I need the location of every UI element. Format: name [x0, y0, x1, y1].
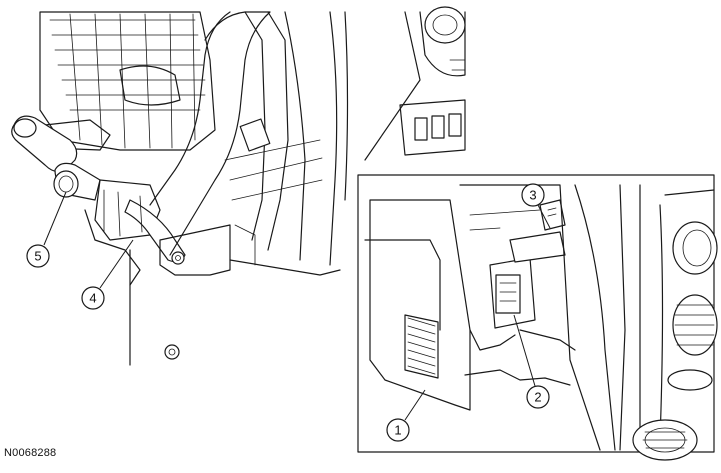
callout-2: 2 — [513, 314, 550, 409]
kick-panel — [129, 224, 341, 366]
callout-3: 3 — [521, 183, 551, 229]
callout-4: 4 — [81, 239, 134, 310]
figure-id-label: N0068288 — [4, 447, 57, 459]
main-view — [11, 6, 466, 366]
callout-1: 1 — [386, 389, 426, 442]
callout-5: 5 — [26, 191, 67, 268]
inset-view — [357, 174, 718, 461]
pillar-lines — [224, 11, 349, 266]
callout-5-label: 5 — [34, 249, 41, 264]
inset-knobs — [632, 189, 718, 461]
resistor-connector — [469, 199, 576, 351]
heater-hoses — [11, 115, 186, 286]
callout-1-label: 1 — [394, 423, 401, 438]
callout-2-label: 2 — [534, 390, 541, 405]
callout-4-label: 4 — [89, 291, 96, 306]
dash-upper-inset — [364, 6, 466, 161]
inset-dash-lines — [459, 184, 641, 451]
hvac-housing — [39, 11, 216, 151]
callout-3-label: 3 — [529, 188, 536, 203]
dash-panel — [364, 199, 471, 411]
